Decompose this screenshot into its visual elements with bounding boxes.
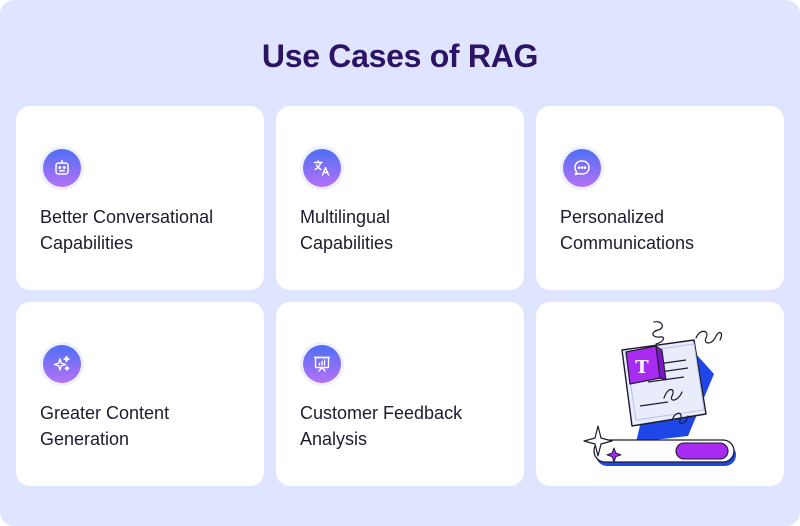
sparkle-icon bbox=[583, 425, 613, 457]
label-line: Customer Feedback bbox=[300, 403, 463, 423]
label-line: Personalized bbox=[560, 207, 665, 227]
use-case-label: Multilingual Capabilities bbox=[300, 204, 510, 256]
use-case-card-personalized: Personalized Communications bbox=[536, 106, 784, 290]
chat-bubble-icon bbox=[563, 149, 601, 187]
icon-halo bbox=[40, 342, 84, 386]
sparkles-icon bbox=[43, 345, 81, 383]
use-case-label: Better Conversational Capabilities bbox=[40, 204, 250, 256]
label-line: Analysis bbox=[300, 429, 368, 449]
label-line: Generation bbox=[40, 429, 130, 449]
use-case-label: Personalized Communications bbox=[560, 204, 770, 256]
use-case-card-conversational: Better Conversational Capabilities bbox=[16, 106, 264, 290]
label-line: Multilingual bbox=[300, 207, 391, 227]
sparkle-icon bbox=[606, 447, 622, 463]
scribble-icon bbox=[652, 321, 665, 345]
scribble-icon bbox=[695, 330, 723, 344]
robot-icon bbox=[43, 149, 81, 187]
icon-halo bbox=[300, 342, 344, 386]
use-case-label: Customer Feedback Analysis bbox=[300, 400, 510, 452]
illustration-card: T bbox=[536, 302, 784, 486]
badge-letter: T bbox=[635, 357, 649, 378]
icon-halo bbox=[300, 146, 344, 190]
use-case-card-multilingual: Multilingual Capabilities bbox=[276, 106, 524, 290]
use-case-label: Greater Content Generation bbox=[40, 400, 250, 452]
label-line: Capabilities bbox=[300, 233, 394, 253]
document-illustration: T bbox=[583, 321, 736, 466]
icon-halo bbox=[560, 146, 604, 190]
use-case-card-feedback-analysis: Customer Feedback Analysis bbox=[276, 302, 524, 486]
page-title: Use Cases of RAG bbox=[261, 38, 539, 74]
label-line: Communications bbox=[560, 233, 695, 253]
text-badge-icon: T bbox=[625, 345, 667, 385]
translate-icon bbox=[303, 149, 341, 187]
label-line: Better Conversational bbox=[40, 207, 214, 227]
presentation-chart-icon bbox=[303, 345, 341, 383]
label-line: Capabilities bbox=[40, 233, 134, 253]
label-line: Greater Content bbox=[40, 403, 170, 423]
icon-halo bbox=[40, 146, 84, 190]
progress-bar bbox=[593, 439, 736, 466]
use-case-card-content-generation: Greater Content Generation bbox=[16, 302, 264, 486]
